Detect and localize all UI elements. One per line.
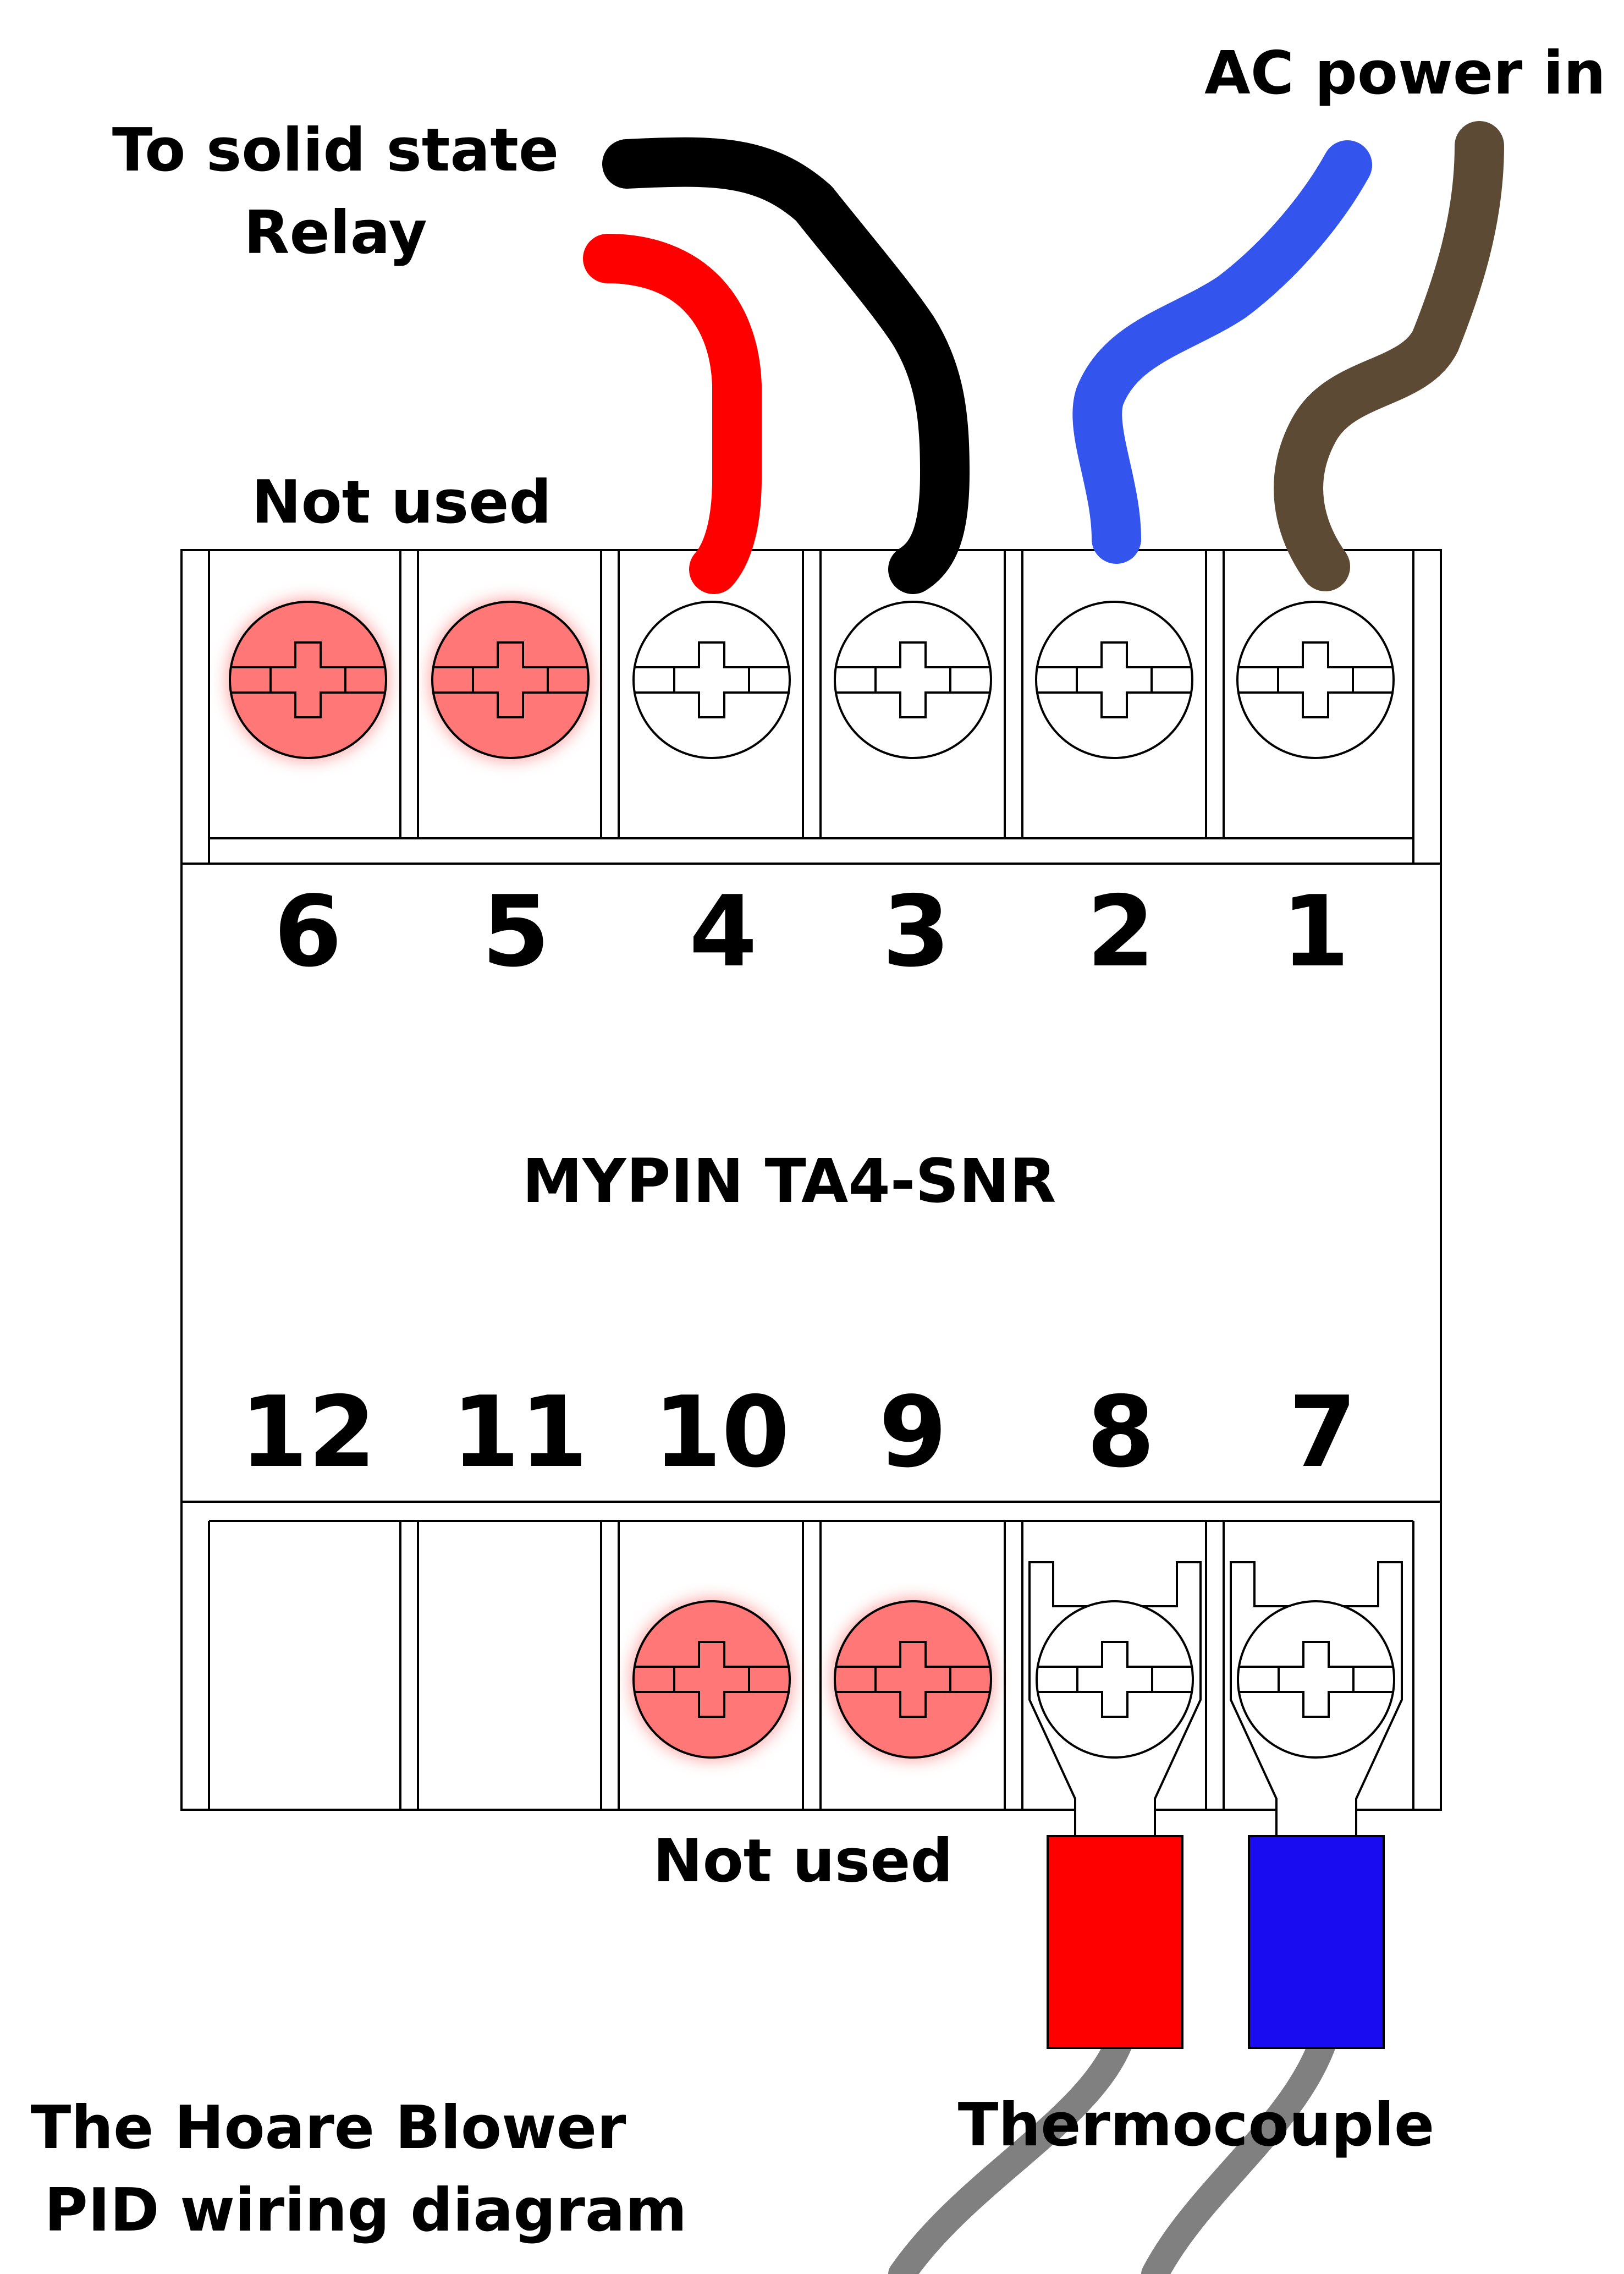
screw-terminal-6 <box>227 598 389 761</box>
thermocouple-lead-2 <box>1141 2022 1339 2274</box>
screw-terminal-3 <box>834 601 992 759</box>
terminal-number: 4 <box>689 875 757 988</box>
not-used-bottom-label: Not used <box>653 1827 953 1896</box>
terminal-number: 7 <box>1289 1375 1357 1489</box>
relay-label-line2: Relay <box>244 199 427 267</box>
controller-body <box>180 549 1442 1811</box>
model-label: MYPIN TA4-SNR <box>522 1146 1056 1216</box>
terminal-number: 9 <box>879 1375 947 1489</box>
screw-terminal-5 <box>429 598 592 761</box>
terminal-number: 1 <box>1281 875 1350 988</box>
terminal-number: 8 <box>1087 1375 1155 1489</box>
diagram-title-line1: The Hoare Blower <box>31 2094 626 2162</box>
terminal-number: 12 <box>240 1375 376 1489</box>
thermocouple-lead-1 <box>888 2022 1136 2274</box>
terminal-numbers-bottom: 12 11 10 9 8 7 <box>240 1375 1357 1489</box>
screw-terminal-10 <box>630 1598 793 1761</box>
screw-terminal-9 <box>832 1598 994 1761</box>
terminal-number: 10 <box>653 1375 790 1489</box>
terminal-number: 11 <box>452 1375 588 1489</box>
screw-terminal-1 <box>1236 601 1395 759</box>
thermocouple-label: Thermocouple <box>958 2091 1434 2160</box>
screw-terminal-8 <box>1036 1600 1194 1759</box>
relay-label-line1: To solid state <box>112 116 559 185</box>
thermocouple-sleeve-blue <box>1248 1835 1385 2049</box>
diagram-title-line2: PID wiring diagram <box>45 2176 687 2245</box>
screw-terminal-4 <box>632 601 791 759</box>
relay-wire-red <box>583 234 762 594</box>
thermocouple-sleeve-red <box>1047 1835 1183 2049</box>
screw-terminal-7 <box>1237 1600 1395 1759</box>
terminal-number: 5 <box>482 875 550 988</box>
terminal-number: 3 <box>882 875 950 988</box>
relay-wire-black <box>602 137 970 594</box>
terminal-number: 6 <box>274 875 342 988</box>
terminal-numbers-top: 6 5 4 3 2 1 <box>274 875 1350 988</box>
not-used-top-label: Not used <box>251 468 552 537</box>
ac-wire-brown <box>1274 121 1504 591</box>
terminal-number: 2 <box>1087 875 1155 988</box>
ac-power-label: AC power in <box>1204 39 1606 108</box>
screw-terminal-2 <box>1035 601 1193 759</box>
ac-wire-blue <box>1072 140 1372 564</box>
